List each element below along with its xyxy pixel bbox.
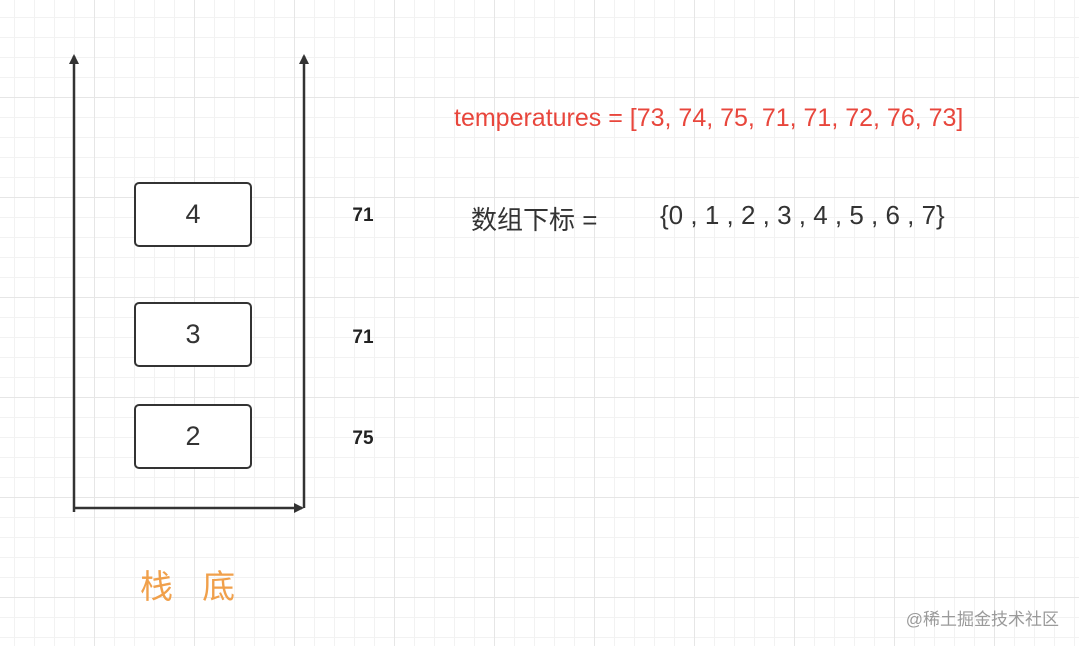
stack-element-value: 71 (352, 327, 374, 348)
stack-element-value: 71 (352, 205, 374, 226)
stack-element-value: 75 (352, 428, 374, 449)
stack-element-box: 3 (134, 302, 252, 367)
temperatures-array-text: temperatures = [73, 74, 75, 71, 71, 72, … (454, 104, 964, 132)
watermark: @稀土掘金技术社区 (905, 610, 1059, 629)
array-index-values: {0 , 1 , 2 , 3 , 4 , 5 , 6 , 7} (660, 200, 945, 230)
array-index-label: 数组下标 = (471, 205, 598, 235)
stack-element-box: 4 (134, 182, 252, 247)
stack-bottom-label: 栈 底 (140, 568, 246, 605)
stack-element-box: 2 (134, 404, 252, 469)
